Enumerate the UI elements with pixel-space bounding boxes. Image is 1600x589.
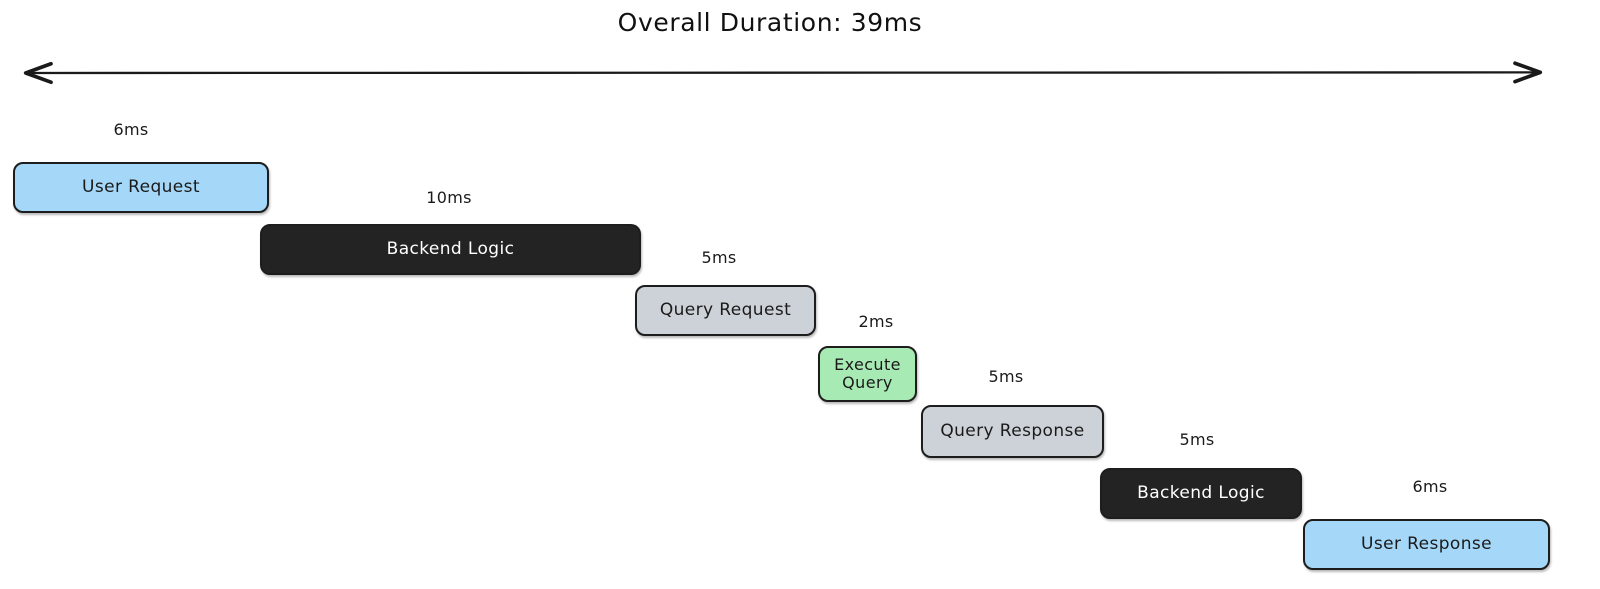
duration-label: 5ms <box>1179 430 1215 449</box>
span-bar-query-response[interactable]: Query Response <box>921 405 1104 458</box>
duration-label: 6ms <box>113 120 149 139</box>
span-bar-user-response[interactable]: User Response <box>1303 519 1550 570</box>
span-label: User Response <box>1361 533 1492 554</box>
duration-label: 5ms <box>701 248 737 267</box>
page-title: Overall Duration: 39ms <box>617 8 923 37</box>
span-bar-backend-logic-1[interactable]: Backend Logic <box>260 224 641 275</box>
duration-label: 6ms <box>1412 477 1448 496</box>
span-label: Execute Query <box>834 354 901 392</box>
span-bar-user-request[interactable]: User Request <box>13 162 269 213</box>
duration-label: 10ms <box>426 188 472 207</box>
timeline-axis-arrow <box>23 61 1543 85</box>
span-label: User Request <box>81 176 200 197</box>
span-label: Backend Logic <box>1137 482 1265 503</box>
duration-label: 2ms <box>858 312 894 331</box>
span-bar-execute-query[interactable]: Execute Query <box>818 346 917 402</box>
timeline-axis <box>14 56 1552 90</box>
duration-label: 5ms <box>988 367 1024 386</box>
span-label: Backend Logic <box>386 238 515 259</box>
span-label: Query Request <box>659 299 792 320</box>
span-label: Query Response <box>940 420 1085 441</box>
span-bar-query-request[interactable]: Query Request <box>635 285 816 336</box>
span-bar-backend-logic-2[interactable]: Backend Logic <box>1100 468 1302 519</box>
